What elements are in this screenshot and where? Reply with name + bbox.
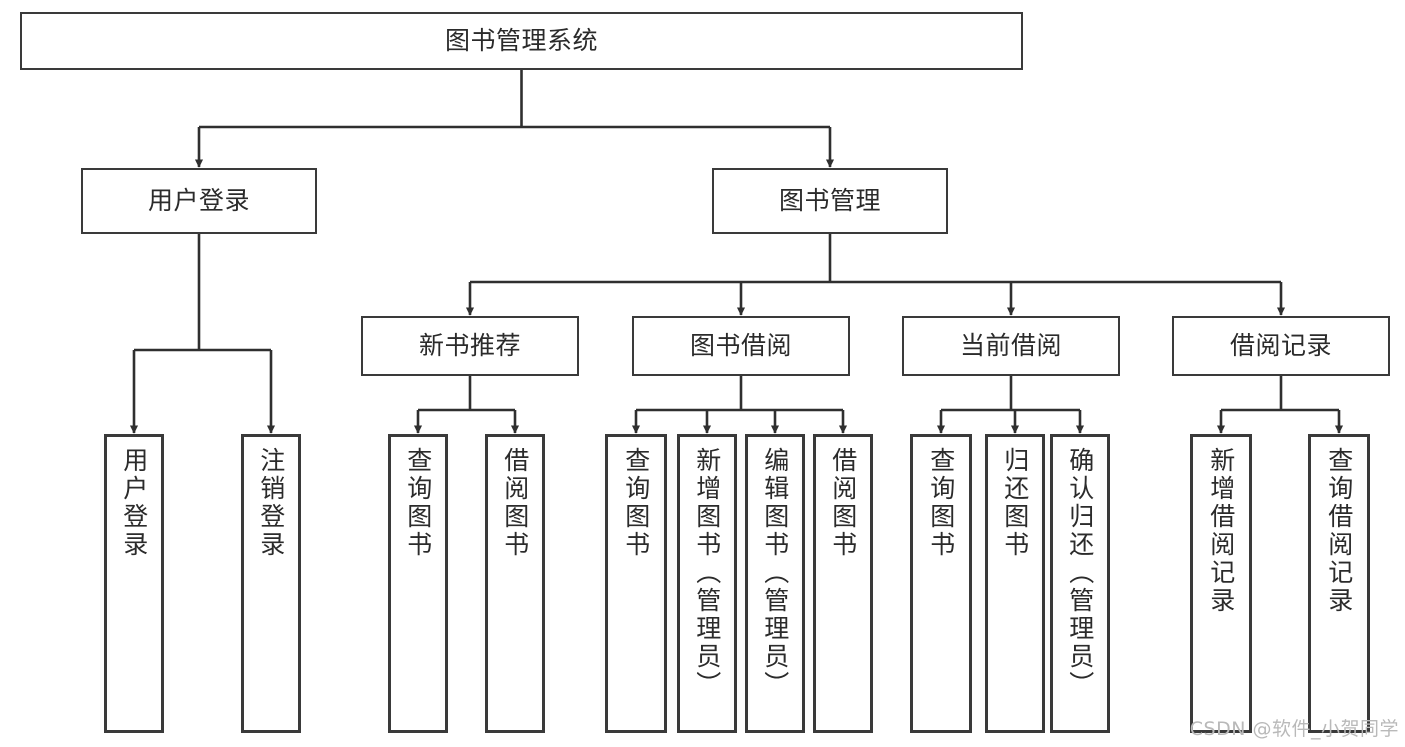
node-label: 图书管理系统 xyxy=(444,25,598,55)
node-leaf-return-book[interactable]: 归还图书 xyxy=(985,434,1045,733)
node-label: 借阅记录 xyxy=(1229,330,1332,360)
node-label: 编辑图书（管理员） xyxy=(760,447,790,699)
node-label: 确认归还（管理员） xyxy=(1065,447,1095,699)
node-label: 新书推荐 xyxy=(418,330,521,360)
node-user-login[interactable]: 用户登录 xyxy=(81,168,317,234)
node-borrow-record[interactable]: 借阅记录 xyxy=(1172,316,1390,376)
node-label: 查询图书 xyxy=(621,447,651,559)
csdn-watermark: CSDN @软件_小贺同学 xyxy=(1189,718,1399,740)
node-label: 借阅图书 xyxy=(500,447,530,559)
node-label: 查询图书 xyxy=(403,447,433,559)
node-label: 查询借阅记录 xyxy=(1324,447,1354,615)
node-label: 注销登录 xyxy=(256,447,286,559)
node-label: 新增借阅记录 xyxy=(1206,447,1236,615)
node-book-manage[interactable]: 图书管理 xyxy=(712,168,948,234)
node-root[interactable]: 图书管理系统 xyxy=(20,12,1023,70)
node-leaf-query-book-2[interactable]: 查询图书 xyxy=(605,434,667,733)
node-label: 查询图书 xyxy=(926,447,956,559)
node-leaf-query-book-1[interactable]: 查询图书 xyxy=(388,434,448,733)
node-new-book-recommend[interactable]: 新书推荐 xyxy=(361,316,579,376)
node-leaf-add-book[interactable]: 新增图书（管理员） xyxy=(677,434,737,733)
node-label: 图书借阅 xyxy=(689,330,792,360)
node-leaf-add-record[interactable]: 新增借阅记录 xyxy=(1190,434,1252,733)
node-leaf-edit-book[interactable]: 编辑图书（管理员） xyxy=(745,434,805,733)
node-book-borrow[interactable]: 图书借阅 xyxy=(632,316,850,376)
node-leaf-query-book-3[interactable]: 查询图书 xyxy=(910,434,972,733)
node-label: 当前借阅 xyxy=(959,330,1062,360)
node-leaf-borrow-book-1[interactable]: 借阅图书 xyxy=(485,434,545,733)
node-leaf-confirm-return[interactable]: 确认归还（管理员） xyxy=(1050,434,1110,733)
node-label: 用户登录 xyxy=(147,185,250,215)
node-leaf-borrow-book-2[interactable]: 借阅图书 xyxy=(813,434,873,733)
node-leaf-query-record[interactable]: 查询借阅记录 xyxy=(1308,434,1370,733)
node-leaf-user-login[interactable]: 用户登录 xyxy=(104,434,164,733)
node-label: 用户登录 xyxy=(119,447,149,559)
node-label: 借阅图书 xyxy=(828,447,858,559)
node-leaf-user-logout[interactable]: 注销登录 xyxy=(241,434,301,733)
node-label: 新增图书（管理员） xyxy=(692,447,722,699)
node-label: 归还图书 xyxy=(1000,447,1030,559)
node-current-borrow[interactable]: 当前借阅 xyxy=(902,316,1120,376)
node-label: 图书管理 xyxy=(778,185,881,215)
